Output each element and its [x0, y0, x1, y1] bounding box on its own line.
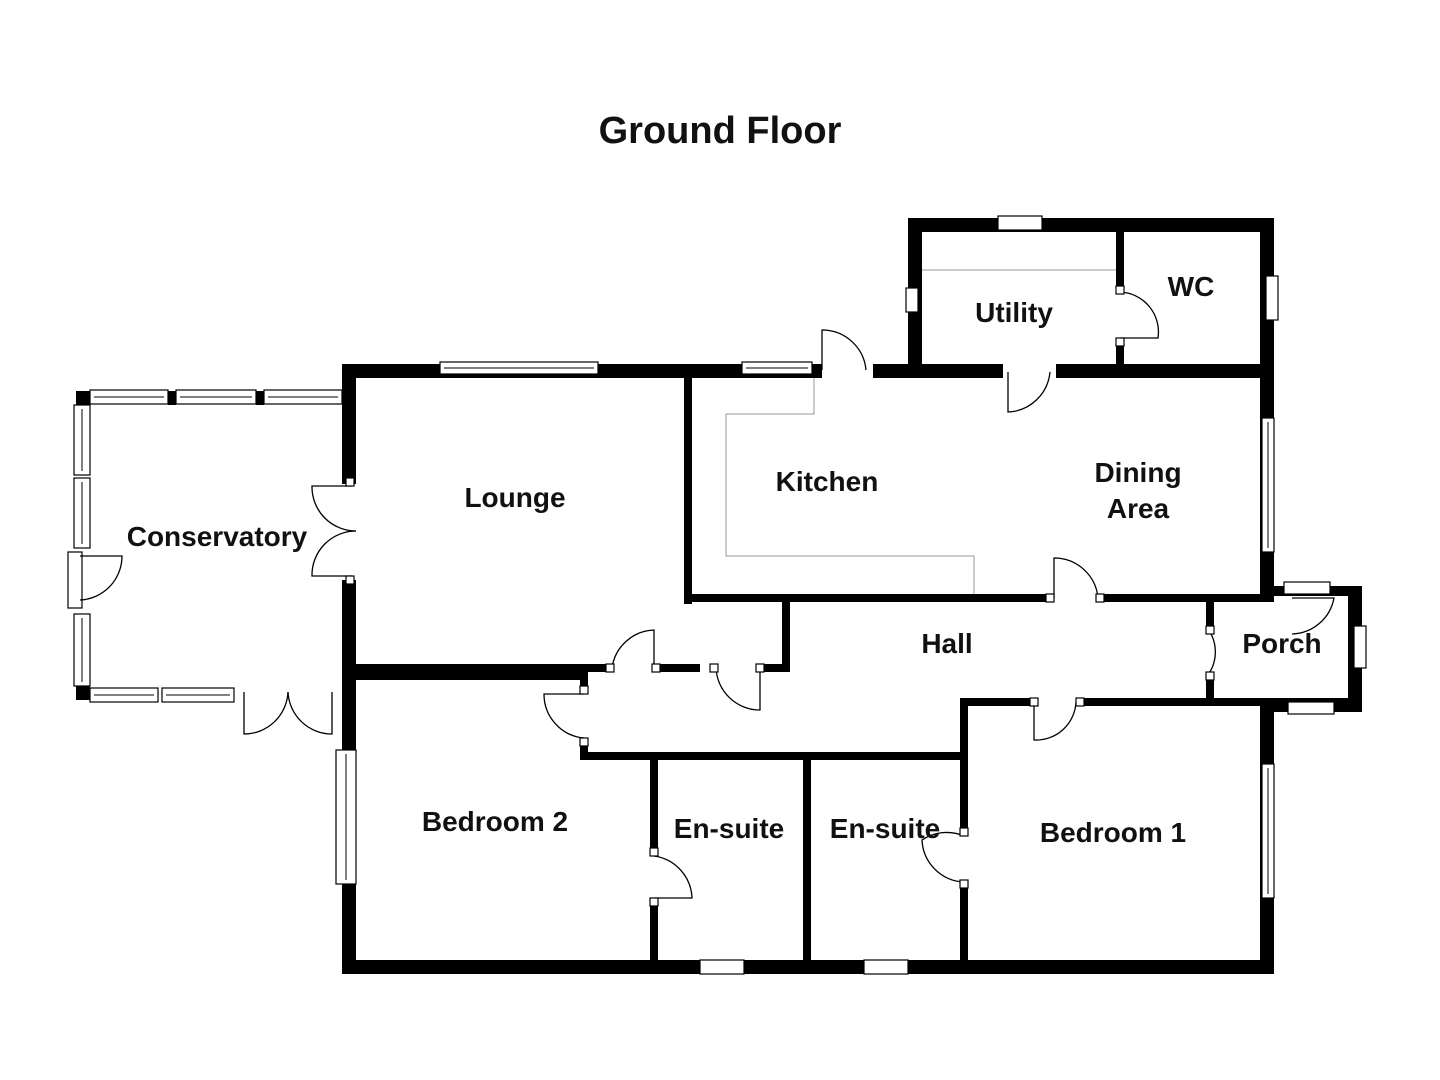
- room-labels: Conservatory Lounge Kitchen Dining Area …: [127, 271, 1322, 848]
- floor-plan-title: Ground Floor: [598, 110, 842, 152]
- room-label-kitchen: Kitchen: [776, 466, 879, 497]
- room-label-porch: Porch: [1242, 628, 1321, 659]
- windows: [67, 215, 1367, 975]
- room-label-dining-area: Area: [1107, 493, 1170, 524]
- room-label-lounge: Lounge: [464, 482, 565, 513]
- room-label-dining: Dining: [1094, 457, 1181, 488]
- walls: [76, 218, 1362, 974]
- room-label-bedroom-2: Bedroom 2: [422, 806, 568, 837]
- room-label-utility: Utility: [975, 297, 1053, 328]
- doors: [79, 285, 1335, 907]
- room-label-ensuite-right: En-suite: [830, 813, 940, 844]
- worktops: [725, 269, 1116, 594]
- room-label-ensuite-left: En-suite: [674, 813, 784, 844]
- room-label-conservatory: Conservatory: [127, 521, 308, 552]
- room-label-hall: Hall: [921, 628, 972, 659]
- room-label-wc: WC: [1168, 271, 1215, 302]
- room-label-bedroom-1: Bedroom 1: [1040, 817, 1186, 848]
